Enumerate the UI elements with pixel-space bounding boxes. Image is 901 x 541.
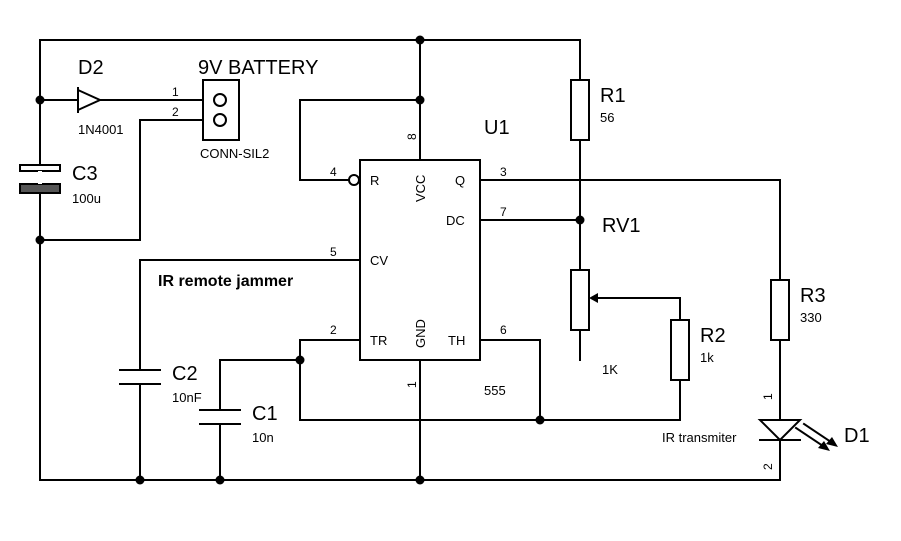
u1-pinnum-th: 6 xyxy=(500,323,507,337)
diode-d2: D2 1N4001 xyxy=(77,57,124,137)
connector-body-icon xyxy=(202,79,240,141)
rv1-ref: RV1 xyxy=(602,215,641,237)
u1-pinnum-q: 3 xyxy=(500,165,507,179)
led-d1: D1 IR transmiter 1 2 xyxy=(662,393,870,470)
u1-ref: U1 xyxy=(484,117,510,139)
r3-resistor-icon xyxy=(770,279,790,341)
r1-resistor-icon xyxy=(570,79,590,141)
capacitor-c3: C3 100u xyxy=(19,163,101,206)
d1-pin1: 1 xyxy=(761,393,775,400)
reset-inversion-icon xyxy=(348,174,360,186)
junction-dot xyxy=(135,475,145,485)
junction-dot xyxy=(575,215,585,225)
u1-pinnum-cv: 5 xyxy=(330,245,337,259)
resistor-r1: R1 56 xyxy=(570,79,626,141)
u1-part: 555 xyxy=(484,383,506,398)
r1-value: 56 xyxy=(600,110,614,125)
junction-dot xyxy=(535,415,545,425)
resistor-r3: R3 330 xyxy=(770,279,826,341)
u1-pin-cv: CV xyxy=(370,253,388,268)
junction-dot xyxy=(415,95,425,105)
wires xyxy=(39,39,781,481)
junction-dot xyxy=(295,355,305,365)
u1-pin-tr: TR xyxy=(370,333,387,348)
d1-led-icon xyxy=(757,419,803,442)
battery-pin2: 2 xyxy=(172,105,179,119)
d2-ref: D2 xyxy=(78,57,104,79)
junction-dot xyxy=(35,95,45,105)
rv1-resistor-icon xyxy=(570,269,590,331)
d2-diode-icon xyxy=(77,88,103,112)
battery-pin1: 1 xyxy=(172,85,179,99)
battery-connector: 9V BATTERY 1 2 CONN-SIL2 xyxy=(172,57,318,161)
d2-value: 1N4001 xyxy=(78,122,124,137)
u1-pin-vcc: VCC xyxy=(413,175,428,202)
rv1-wiper-arrow-icon xyxy=(589,293,598,303)
r3-ref: R3 xyxy=(800,285,826,307)
c2-value: 10nF xyxy=(172,390,202,405)
battery-connector-name: CONN-SIL2 xyxy=(200,146,269,161)
u1-pinnum-tr: 2 xyxy=(330,323,337,337)
r3-value: 330 xyxy=(800,310,822,325)
junction-dot xyxy=(415,35,425,45)
schematic-title: IR remote jammer xyxy=(158,273,293,290)
rv1-value: 1K xyxy=(602,362,618,377)
u1-pinnum-gnd: 1 xyxy=(405,381,419,388)
junction-dot xyxy=(35,235,45,245)
u1-pinnum-r: 4 xyxy=(330,165,337,179)
c3-value: 100u xyxy=(72,191,101,206)
capacitor-c1: C1 10n xyxy=(199,403,278,445)
u1-pinnum-dc: 7 xyxy=(500,205,507,219)
u1-pin-q: Q xyxy=(455,173,465,188)
junction-dots xyxy=(35,35,585,485)
c3-ref: C3 xyxy=(72,163,98,185)
u1-pinnum-vcc: 8 xyxy=(405,133,419,140)
d1-pin2: 2 xyxy=(761,463,775,470)
c3-plate-icon xyxy=(19,183,61,194)
r2-resistor-icon xyxy=(670,319,690,381)
connector-pin-icon xyxy=(213,113,227,127)
c1-ref: C1 xyxy=(252,403,278,425)
c3-plate-icon xyxy=(19,164,61,172)
d1-ref: D1 xyxy=(844,425,870,447)
junction-dot xyxy=(215,475,225,485)
resistor-r2: R2 1k xyxy=(670,319,726,381)
capacitor-c2: C2 10nF xyxy=(119,363,202,405)
battery-label: 9V BATTERY xyxy=(198,57,318,79)
r1-ref: R1 xyxy=(600,85,626,107)
c1-value: 10n xyxy=(252,430,274,445)
u1-pin-th: TH xyxy=(448,333,465,348)
ic-u1-555: U1 555 R Q DC CV TR TH VCC GND 4 8 3 7 5… xyxy=(330,117,510,398)
junction-dot xyxy=(415,475,425,485)
connector-pin-icon xyxy=(213,93,227,107)
u1-pin-dc: DC xyxy=(446,213,465,228)
potentiometer-rv1: RV1 1K xyxy=(570,215,641,377)
u1-pin-gnd: GND xyxy=(413,319,428,348)
c2-ref: C2 xyxy=(172,363,198,385)
d1-value: IR transmiter xyxy=(662,430,737,445)
r2-ref: R2 xyxy=(700,325,726,347)
u1-pin-r: R xyxy=(370,173,379,188)
u1-body-icon xyxy=(359,159,481,361)
r2-value: 1k xyxy=(700,350,714,365)
